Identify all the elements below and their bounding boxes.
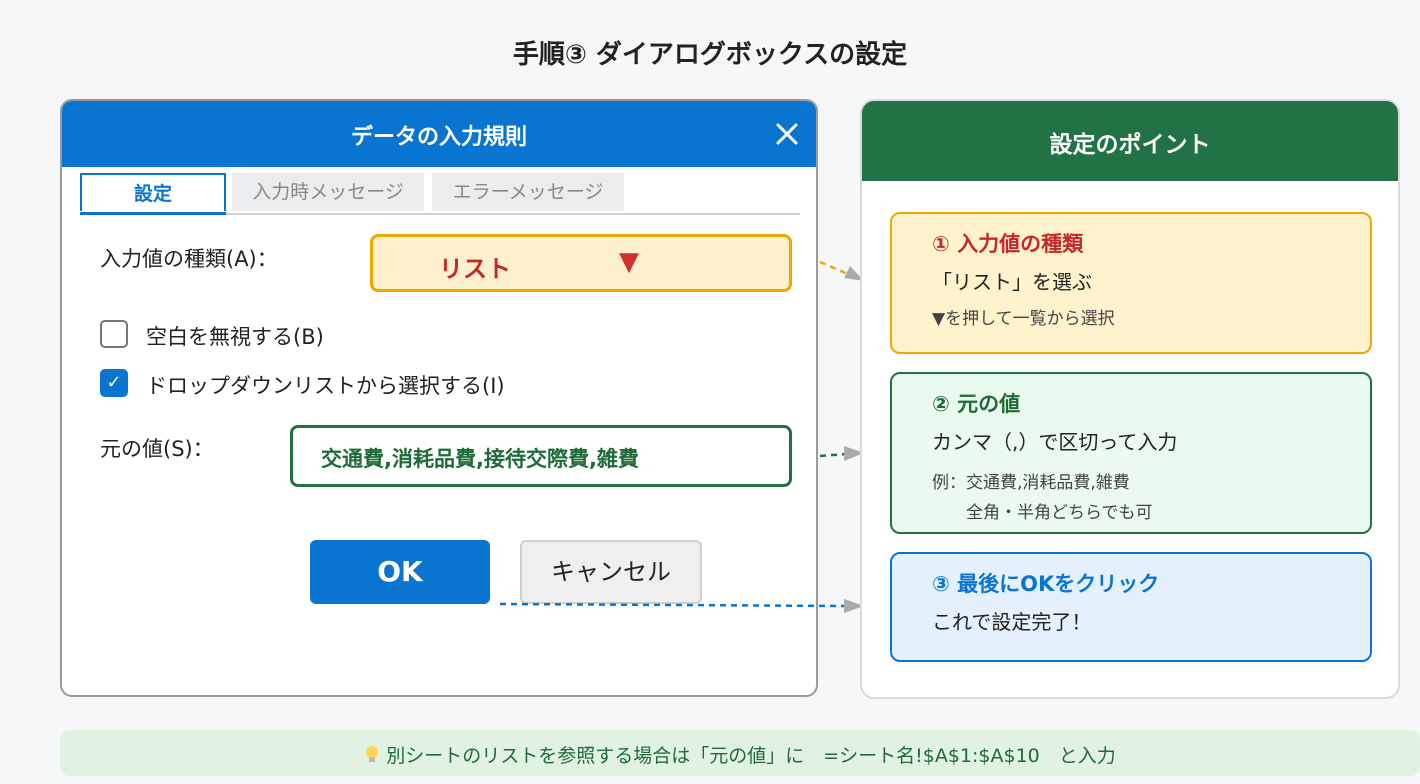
- point-card-sub: ▼を押して一覧から選択: [932, 309, 1115, 329]
- in-cell-dropdown-checkbox[interactable]: ✓: [100, 369, 128, 397]
- in-cell-dropdown-label: ドロップダウンリストから選択する(I): [146, 374, 505, 398]
- dialog-header: データの入力規則: [62, 101, 816, 167]
- tab-settings[interactable]: 設定: [80, 173, 226, 215]
- point-card-type: ① 入力値の種類 「リスト」を選ぶ ▼を押して一覧から選択: [890, 212, 1372, 354]
- ok-button[interactable]: OK: [310, 540, 490, 604]
- points-header: 設定のポイント: [862, 101, 1398, 181]
- source-input[interactable]: 交通費,消耗品費,接待交際費,雑費: [290, 425, 792, 487]
- arrowhead-3: [844, 599, 864, 613]
- points-title: 設定のポイント: [1049, 132, 1211, 158]
- point-card-ok: ③ 最後にOKをクリック これで設定完了！: [890, 552, 1372, 662]
- dialog-tabs: 設定 入力時メッセージ エラーメッセージ: [80, 173, 800, 215]
- tip-text: 別シートのリストを参照する場合は「元の値」に =シート名!$A$1:$A$10 …: [386, 745, 1116, 767]
- allow-select[interactable]: リスト ▼: [370, 234, 792, 292]
- arrowhead-1: [844, 266, 864, 281]
- connector-line-1: [819, 260, 849, 276]
- source-label: 元の値(S)：: [100, 437, 214, 461]
- page-title: 手順③ ダイアログボックスの設定: [512, 40, 908, 70]
- arrowhead-2: [844, 446, 864, 461]
- point-card-sub: 全角・半角どちらでも可: [932, 503, 1153, 523]
- dropdown-arrow-icon[interactable]: ▼: [619, 247, 639, 277]
- ignore-blank-label: 空白を無視する(B): [146, 325, 324, 349]
- point-card-title: ① 入力値の種類: [932, 232, 1084, 256]
- point-card-main: これで設定完了！: [932, 610, 1092, 634]
- data-validation-dialog: データの入力規則 設定 入力時メッセージ エラーメッセージ 入力値の種類(A)：…: [60, 99, 818, 697]
- point-card-title: ② 元の値: [932, 392, 1021, 416]
- tab-error-alert[interactable]: エラーメッセージ: [432, 173, 624, 211]
- point-card-main: カンマ（,）で区切って入力: [932, 430, 1178, 454]
- allow-label: 入力値の種類(A)：: [100, 247, 278, 271]
- point-card-main: 「リスト」を選ぶ: [932, 270, 1092, 294]
- tip-banner: 別シートのリストを参照する場合は「元の値」に =シート名!$A$1:$A$10 …: [60, 730, 1420, 776]
- close-icon[interactable]: [772, 119, 802, 149]
- source-value: 交通費,消耗品費,接待交際費,雑費: [321, 447, 639, 471]
- tab-input-message[interactable]: 入力時メッセージ: [232, 173, 424, 211]
- lightbulb-icon: [366, 746, 379, 762]
- point-card-title: ③ 最後にOKをクリック: [932, 572, 1160, 596]
- connector-line-3: [499, 602, 847, 608]
- dialog-title: データの入力規則: [350, 125, 527, 150]
- point-card-sub: 例：交通費,消耗品費,雑費: [932, 473, 1130, 493]
- cancel-button[interactable]: キャンセル: [520, 540, 702, 604]
- checkmark-icon: ✓: [106, 372, 122, 393]
- allow-select-value: リスト: [439, 255, 511, 283]
- connector-line-2: [819, 452, 847, 458]
- point-card-source: ② 元の値 カンマ（,）で区切って入力 例：交通費,消耗品費,雑費 全角・半角ど…: [890, 372, 1372, 534]
- points-panel: 設定のポイント ① 入力値の種類 「リスト」を選ぶ ▼を押して一覧から選択 ② …: [860, 99, 1400, 699]
- ignore-blank-checkbox[interactable]: [100, 320, 128, 348]
